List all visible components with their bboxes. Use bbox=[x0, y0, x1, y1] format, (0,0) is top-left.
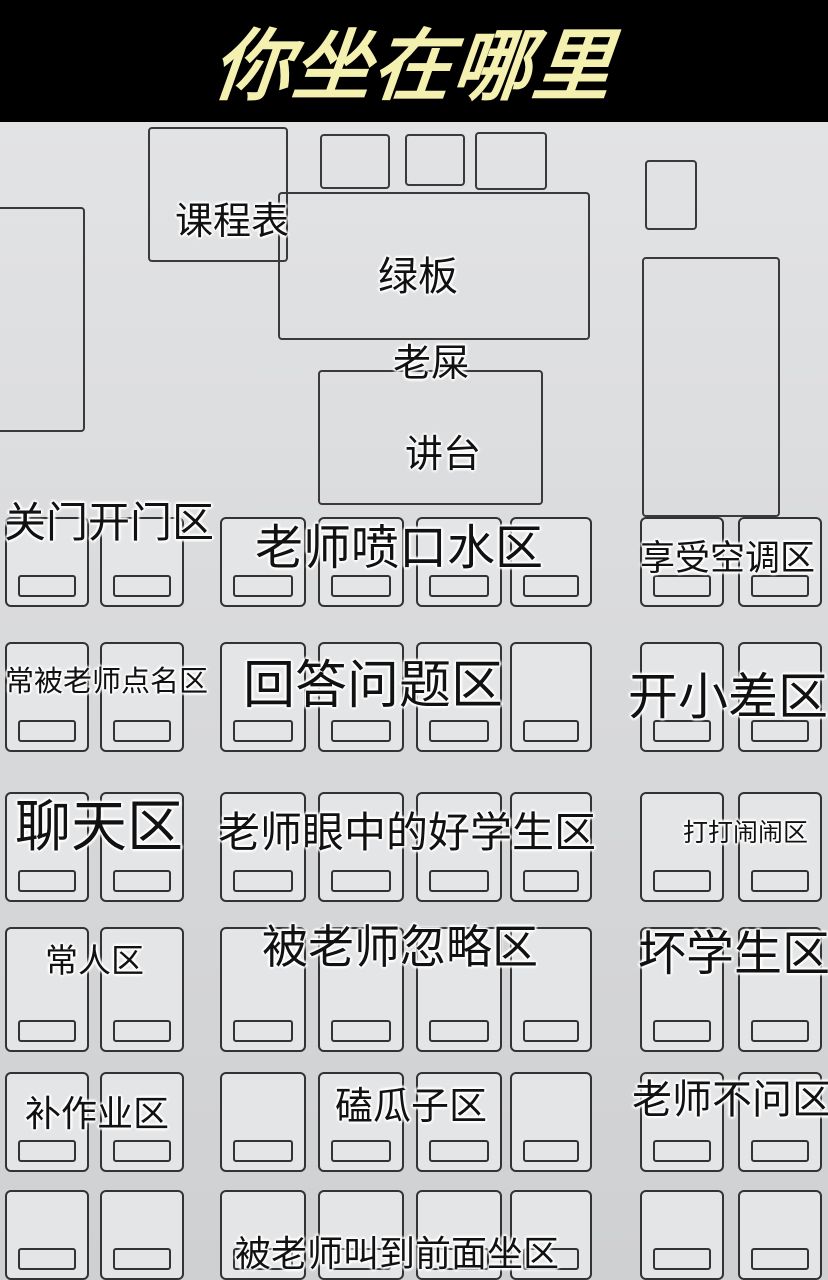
desk bbox=[510, 927, 592, 1052]
desk bbox=[510, 642, 592, 752]
desk bbox=[416, 517, 502, 607]
label-blackboard: 绿板 bbox=[378, 254, 458, 300]
desk bbox=[220, 642, 306, 752]
desk bbox=[510, 792, 592, 902]
page-title: 你坐在哪里 bbox=[208, 22, 618, 112]
desk bbox=[220, 792, 306, 902]
desk bbox=[318, 517, 404, 607]
desk bbox=[318, 642, 404, 752]
desk bbox=[220, 1190, 306, 1280]
poster-sketch bbox=[405, 134, 465, 186]
door-sketch bbox=[0, 207, 85, 432]
desk bbox=[640, 642, 724, 752]
desk bbox=[318, 1190, 404, 1280]
desk bbox=[510, 517, 592, 607]
podium-sketch bbox=[318, 370, 543, 505]
speaker-sketch bbox=[645, 160, 697, 230]
desk bbox=[510, 1190, 592, 1280]
label-aircon-zone: 享受空调区 bbox=[640, 539, 816, 579]
label-bad-student-zone: 坏学生区 bbox=[638, 926, 828, 982]
title-bar: 你坐在哪里 bbox=[0, 0, 828, 122]
desk bbox=[416, 792, 502, 902]
desk bbox=[640, 792, 724, 902]
poster-sketch bbox=[320, 134, 390, 189]
classroom-sketch: 课程表 绿板 老屎 讲台 关门开门区 老师喷口水区 享受空调区 常被老师点名区 … bbox=[0, 122, 828, 1280]
desk bbox=[416, 927, 502, 1052]
label-normal-zone: 常人区 bbox=[45, 941, 144, 980]
label-good-student-zone: 老师眼中的好学生区 bbox=[218, 808, 597, 857]
desk bbox=[220, 517, 306, 607]
desk bbox=[510, 1072, 592, 1172]
label-podium: 讲台 bbox=[405, 432, 482, 476]
desk bbox=[5, 1190, 89, 1280]
desk bbox=[220, 1072, 306, 1172]
desk bbox=[738, 927, 822, 1052]
label-answer-zone: 回答问题区 bbox=[243, 656, 504, 716]
desk bbox=[738, 642, 822, 752]
desk bbox=[640, 1072, 724, 1172]
bulletin-board-sketch bbox=[148, 127, 288, 262]
desk bbox=[5, 792, 89, 902]
desk bbox=[5, 642, 89, 752]
label-ignored-zone: 被老师忽略区 bbox=[262, 920, 538, 974]
label-schedule: 课程表 bbox=[175, 199, 290, 243]
desk bbox=[100, 1190, 184, 1280]
poster-sketch bbox=[475, 132, 547, 190]
desk bbox=[220, 927, 306, 1052]
label-unasked-zone: 老师不问区 bbox=[632, 1077, 828, 1123]
label-homework-zone: 补作业区 bbox=[25, 1094, 170, 1135]
aircon-sketch bbox=[642, 257, 780, 517]
desk bbox=[416, 1190, 502, 1280]
desk bbox=[416, 1072, 502, 1172]
desk bbox=[100, 642, 184, 752]
desk bbox=[738, 1072, 822, 1172]
desk bbox=[738, 1190, 822, 1280]
desk bbox=[100, 792, 184, 902]
desk bbox=[5, 927, 89, 1052]
desk bbox=[738, 792, 822, 902]
label-front-zone: 被老师叫到前面坐区 bbox=[235, 1234, 560, 1275]
desk bbox=[100, 927, 184, 1052]
desk bbox=[100, 1072, 184, 1172]
label-seeds-zone: 磕瓜子区 bbox=[335, 1084, 488, 1128]
desk bbox=[738, 517, 822, 607]
desk bbox=[5, 1072, 89, 1172]
label-screen: 老屎 bbox=[393, 341, 470, 385]
desk bbox=[318, 1072, 404, 1172]
desk bbox=[100, 517, 184, 607]
desk bbox=[318, 927, 404, 1052]
desk bbox=[318, 792, 404, 902]
desk bbox=[640, 517, 724, 607]
desk bbox=[640, 1190, 724, 1280]
label-door-zone: 关门开门区 bbox=[4, 498, 215, 547]
label-play-zone: 打打闹闹区 bbox=[683, 818, 809, 847]
blackboard-sketch bbox=[278, 192, 590, 340]
label-rollcall-zone: 常被老师点名区 bbox=[5, 664, 209, 698]
label-chat-zone: 聊天区 bbox=[15, 795, 183, 860]
desk bbox=[5, 517, 89, 607]
label-daydream-zone: 开小差区 bbox=[628, 668, 828, 726]
desk bbox=[416, 642, 502, 752]
label-spit-zone: 老师喷口水区 bbox=[255, 520, 544, 576]
desk bbox=[640, 927, 724, 1052]
